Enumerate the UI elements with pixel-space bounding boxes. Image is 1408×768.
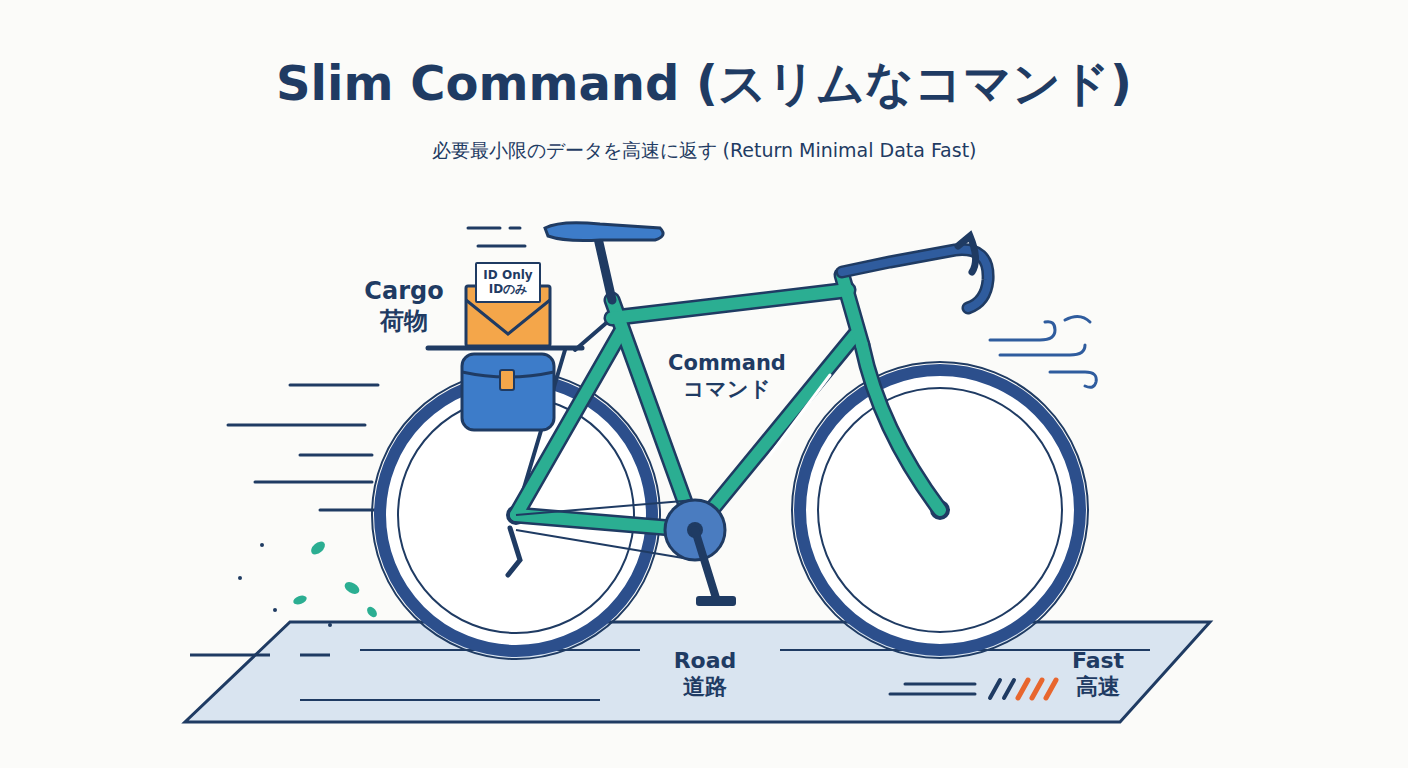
speed-marks — [890, 680, 1056, 698]
id-card: ID Only IDのみ — [475, 262, 541, 303]
pannier-bag — [462, 354, 554, 430]
subtitle: 必要最小限のデータを高速に返す (Return Minimal Data Fas… — [0, 138, 1408, 164]
saddle — [545, 223, 663, 241]
seatpost — [598, 238, 612, 300]
road-band: Road 道路 Fast 高速 — [180, 620, 1210, 724]
drivetrain — [508, 500, 736, 606]
handlebar — [842, 236, 988, 308]
node-text: ID Only IDのみ — [480, 268, 536, 297]
node-text: Road 道路 — [674, 648, 737, 701]
road-dash — [190, 654, 330, 657]
title: Slim Command (スリムなコマンド) — [0, 52, 1408, 116]
bike-frame — [516, 275, 940, 530]
node-text: Fast 高速 — [1072, 648, 1124, 701]
cargo-label: Cargo 荷物 — [364, 276, 443, 336]
command-label: Command コマンド — [668, 350, 786, 403]
leaves — [238, 539, 379, 627]
road-band — [185, 622, 1210, 722]
